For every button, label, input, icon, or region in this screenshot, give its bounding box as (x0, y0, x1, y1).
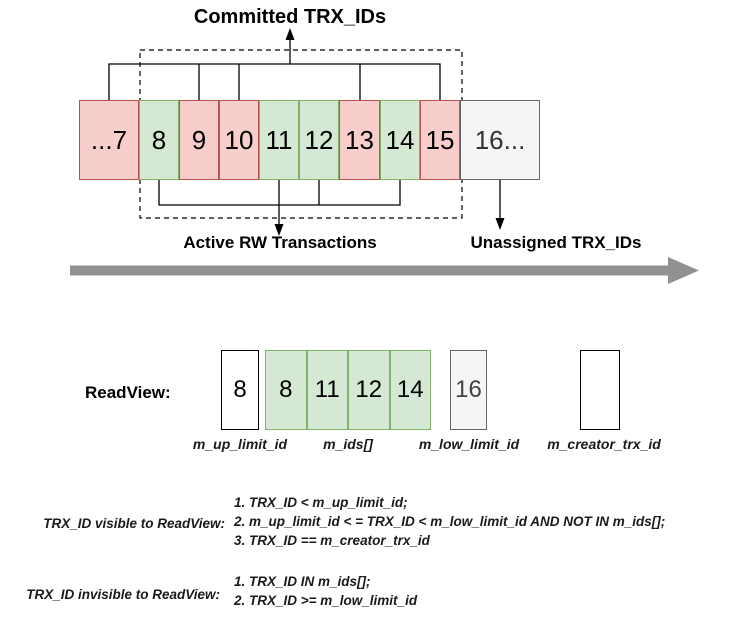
trx-cell-14: 14 (380, 100, 420, 180)
m-ids-cell: 8 (265, 350, 307, 430)
invisible-rules-list: 1. TRX_ID IN m_ids[]; 2. TRX_ID >= m_low… (234, 572, 417, 610)
trx-cell-8: 8 (139, 100, 179, 180)
m-up-limit-id-label: m_up_limit_id (192, 436, 288, 452)
m-ids-group: 8 11 12 14 (265, 350, 431, 430)
trx-cell-13: 13 (339, 100, 380, 180)
timeline-arrow-icon (70, 257, 699, 284)
active-arrow-icon (274, 180, 284, 236)
m-ids-cell: 12 (348, 350, 390, 430)
unassigned-label: Unassigned TRX_IDs (470, 233, 642, 252)
trx-cell-16: 16... (460, 100, 540, 180)
m-creator-trx-id-label: m_creator_trx_id (547, 436, 661, 452)
trx-cell-9: 9 (179, 100, 219, 180)
trx-cell-12: 12 (299, 100, 339, 180)
m-ids-cell: 14 (389, 350, 431, 430)
visible-rule-2: 2. m_up_limit_id < = TRX_ID < m_low_limi… (234, 514, 666, 529)
m-low-limit-id-label: m_low_limit_id (418, 436, 520, 452)
visible-rule-3: 3. TRX_ID == m_creator_trx_id (234, 533, 430, 548)
visible-rule-1: 1. TRX_ID < m_up_limit_id; (234, 495, 408, 510)
trx-cell-7: ...7 (79, 100, 139, 180)
visible-rules-label: TRX_ID visible to ReadView: (43, 516, 225, 531)
trx-cell-10: 10 (219, 100, 259, 180)
trx-cell-11: 11 (259, 100, 299, 180)
trx-cell-15: 15 (420, 100, 460, 180)
active-rw-label: Active RW Transactions (183, 233, 377, 252)
m-ids-label: m_ids[] (323, 436, 373, 452)
readview-label: ReadView: (85, 383, 171, 402)
committed-trx-title: Committed TRX_IDs (193, 6, 387, 28)
invisible-rule-2: 2. TRX_ID >= m_low_limit_id (234, 593, 418, 608)
m-ids-cell: 11 (306, 350, 348, 430)
committed-arrow-icon (285, 28, 295, 64)
visible-rules-list: 1. TRX_ID < m_up_limit_id; 2. m_up_limit… (234, 493, 665, 550)
invisible-rules-label: TRX_ID invisible to ReadView: (26, 587, 220, 602)
m-low-limit-id-box: 16 (450, 350, 487, 430)
invisible-rule-1: 1. TRX_ID IN m_ids[]; (234, 574, 371, 589)
m-up-limit-id-box: 8 (221, 350, 259, 430)
unassigned-arrow-icon (495, 180, 505, 230)
committed-bracket (108, 63, 441, 100)
m-creator-trx-id-box (580, 350, 620, 430)
